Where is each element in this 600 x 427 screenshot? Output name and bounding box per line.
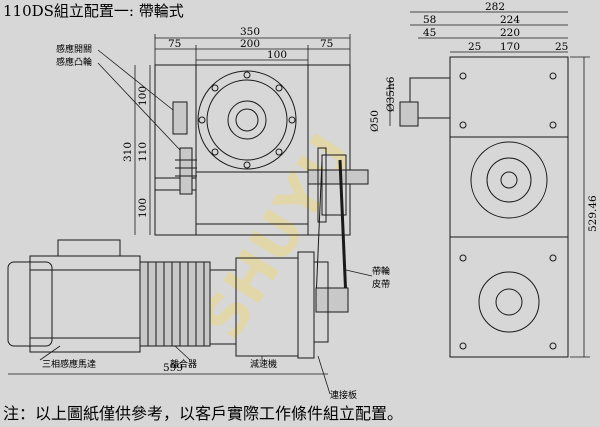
label-pulley: 帶輪 bbox=[372, 265, 390, 277]
clutch-body bbox=[139, 261, 211, 347]
dim-phi35: Ø35h6 bbox=[385, 76, 397, 112]
dim-599: 599 bbox=[163, 362, 183, 374]
terminal-box bbox=[57, 239, 121, 257]
belt bbox=[338, 159, 348, 301]
dim-170: 170 bbox=[500, 41, 520, 53]
dimension-labels: 350 75 200 75 100 100 310 110 100 Ø35h6 … bbox=[122, 1, 599, 374]
dimension-lines bbox=[8, 11, 590, 375]
pulley-lower bbox=[315, 287, 349, 313]
dim-100-left-bottom: 100 bbox=[137, 198, 149, 218]
sensor-switch bbox=[172, 101, 188, 135]
dim-25-right: 25 bbox=[555, 41, 568, 53]
dim-45: 45 bbox=[423, 27, 436, 39]
label-motor: 三相感應馬達 bbox=[42, 358, 96, 370]
dim-75-left: 75 bbox=[168, 38, 181, 50]
side-bore-outer bbox=[470, 141, 548, 219]
label-belt: 皮帶 bbox=[372, 278, 390, 290]
sensor-cam bbox=[179, 147, 193, 195]
side-bottom-block bbox=[449, 236, 569, 358]
dim-25-left: 25 bbox=[468, 41, 481, 53]
dim-529: 529.46 bbox=[587, 195, 599, 232]
dim-310: 310 bbox=[122, 142, 134, 162]
dim-75-right: 75 bbox=[320, 38, 333, 50]
leader-lines bbox=[39, 49, 373, 395]
part-labels: 感應開關 感應凸輪 帶輪 皮帶 三相感應馬達 離合器 減速機 連接板 bbox=[42, 43, 390, 401]
dim-100-left-top: 100 bbox=[137, 86, 149, 106]
label-sensor-cam: 感應凸輪 bbox=[56, 56, 92, 68]
label-plate: 連接板 bbox=[330, 389, 357, 401]
flange-outer bbox=[197, 70, 297, 170]
dim-200: 200 bbox=[240, 38, 260, 50]
label-clutch: 離合器 bbox=[170, 358, 197, 370]
indexer-body bbox=[195, 64, 309, 236]
dim-350: 350 bbox=[240, 26, 260, 38]
dim-phi50: Ø50 bbox=[369, 110, 381, 132]
label-sensor-switch: 感應開關 bbox=[56, 43, 92, 55]
side-shaft-housing bbox=[409, 77, 451, 119]
footer-note: 注：以上圖紙僅供參考，以客戶實際工作條件組立配置。 bbox=[3, 404, 403, 423]
front-view bbox=[154, 64, 369, 313]
dim-58: 58 bbox=[423, 14, 436, 26]
dim-110: 110 bbox=[137, 142, 149, 162]
side-view bbox=[399, 56, 569, 358]
dim-224: 224 bbox=[500, 14, 520, 26]
dim-282: 282 bbox=[485, 1, 505, 13]
pulley-upper bbox=[321, 154, 347, 216]
label-reducer: 減速機 bbox=[250, 358, 277, 370]
drawing-title: 110DS組立配置一: 帶輪式 bbox=[3, 2, 184, 20]
dim-100-inner: 100 bbox=[267, 49, 287, 61]
input-shaft bbox=[307, 169, 369, 185]
side-mid-block bbox=[449, 136, 569, 238]
drive-train bbox=[7, 239, 329, 359]
dim-220: 220 bbox=[500, 27, 520, 39]
